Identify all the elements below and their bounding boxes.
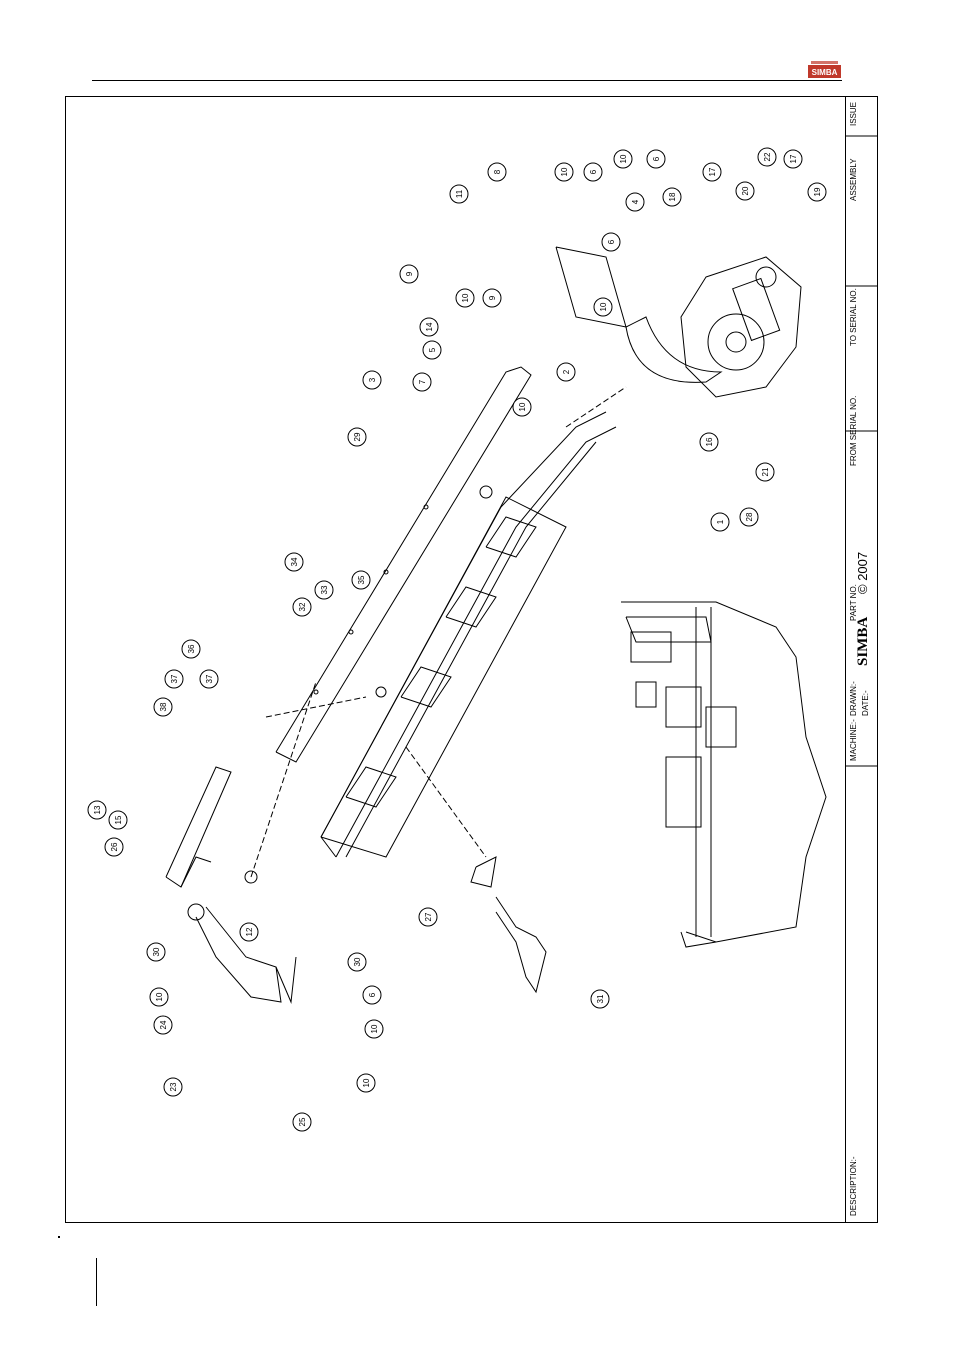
callout-number: 36 bbox=[187, 644, 196, 653]
callout-number: 27 bbox=[424, 912, 433, 921]
leader-lines bbox=[251, 387, 626, 877]
callout-number: 37 bbox=[170, 674, 179, 683]
callout-number: 11 bbox=[455, 189, 464, 198]
callout-number: 6 bbox=[368, 992, 377, 997]
callout-number: 22 bbox=[763, 152, 772, 161]
drawn-label: DRAWN:- bbox=[849, 681, 858, 716]
from-serial-label: FROM SERIAL NO. bbox=[849, 396, 858, 466]
link-plates bbox=[196, 907, 296, 1002]
logo-text: SIMBA bbox=[812, 68, 838, 77]
callout-number: 1 bbox=[716, 519, 725, 524]
callout-number: 4 bbox=[631, 199, 640, 204]
description-label: DESCRIPTION:- bbox=[849, 1156, 858, 1216]
callout-number: 8 bbox=[493, 169, 502, 174]
callout-number: 10 bbox=[155, 992, 164, 1001]
callout-number: 16 bbox=[705, 437, 714, 446]
callout-number: 7 bbox=[418, 379, 427, 384]
hydraulic-ram bbox=[166, 767, 257, 920]
scraper bbox=[471, 857, 546, 992]
footer-rule bbox=[96, 1258, 97, 1306]
callout-number: 6 bbox=[589, 169, 598, 174]
callout-number: 32 bbox=[298, 602, 307, 611]
callout-number: 24 bbox=[159, 1020, 168, 1029]
callout-number: 10 bbox=[370, 1024, 379, 1033]
callout-number: 10 bbox=[362, 1078, 371, 1087]
callout-number: 37 bbox=[205, 674, 214, 683]
callout-number: 31 bbox=[596, 994, 605, 1003]
margin-dot bbox=[58, 1236, 60, 1238]
callout-number: 10 bbox=[461, 293, 470, 302]
disc-assembly bbox=[681, 257, 801, 397]
simba-wordmark: SIMBA bbox=[855, 617, 872, 666]
callout-number: 34 bbox=[290, 557, 299, 566]
callout-number: 19 bbox=[813, 187, 822, 196]
callout-number: 2 bbox=[562, 369, 571, 374]
callout-number: 35 bbox=[357, 575, 366, 584]
tine-bar bbox=[276, 367, 531, 762]
simba-logo-icon: SIMBA bbox=[808, 60, 841, 78]
header-rule bbox=[92, 80, 842, 81]
callout-number: 13 bbox=[93, 805, 102, 814]
callout-number: 25 bbox=[298, 1117, 307, 1126]
callout-number: 38 bbox=[159, 702, 168, 711]
copyright-label: © 2007 bbox=[855, 552, 870, 594]
tine-leg bbox=[556, 247, 721, 382]
callout-number: 17 bbox=[708, 167, 717, 176]
callout-number: 30 bbox=[152, 947, 161, 956]
callout-number: 10 bbox=[619, 154, 628, 163]
bracket-beam bbox=[321, 486, 566, 857]
machine-label: MACHINE:- bbox=[849, 719, 858, 761]
callout-number: 6 bbox=[652, 156, 661, 161]
title-block: ISSUE ASSEMBLY TO SERIAL NO. FROM SERIAL… bbox=[845, 96, 878, 1223]
to-serial-label: TO SERIAL NO. bbox=[849, 288, 858, 346]
callout-number: 18 bbox=[668, 192, 677, 201]
callout-number: 26 bbox=[110, 842, 119, 851]
callout-number: 5 bbox=[428, 347, 437, 352]
callout-number: 6 bbox=[607, 239, 616, 244]
callout-number: 15 bbox=[114, 815, 123, 824]
callout-number: 17 bbox=[789, 154, 798, 163]
callout-number: 10 bbox=[560, 167, 569, 176]
callout-number: 12 bbox=[245, 927, 254, 936]
callout-number: 9 bbox=[488, 295, 497, 300]
callout-number: 14 bbox=[425, 322, 434, 331]
callout-number: 29 bbox=[353, 432, 362, 441]
callout-number: 3 bbox=[368, 377, 377, 382]
callout-number: 10 bbox=[518, 402, 527, 411]
callout-number: 10 bbox=[599, 302, 608, 311]
inset-detail bbox=[621, 602, 826, 947]
assembly-label: ASSEMBLY bbox=[849, 158, 858, 201]
callout-number: 23 bbox=[169, 1082, 178, 1091]
callout-number: 20 bbox=[741, 186, 750, 195]
callout-number: 33 bbox=[320, 585, 329, 594]
callout-number: 28 bbox=[745, 512, 754, 521]
date-label: DATE:- bbox=[861, 690, 870, 716]
issue-label: ISSUE bbox=[849, 102, 858, 126]
callout-number: 30 bbox=[353, 957, 362, 966]
callout-number: 21 bbox=[761, 467, 770, 476]
callout-number: 9 bbox=[405, 271, 414, 276]
